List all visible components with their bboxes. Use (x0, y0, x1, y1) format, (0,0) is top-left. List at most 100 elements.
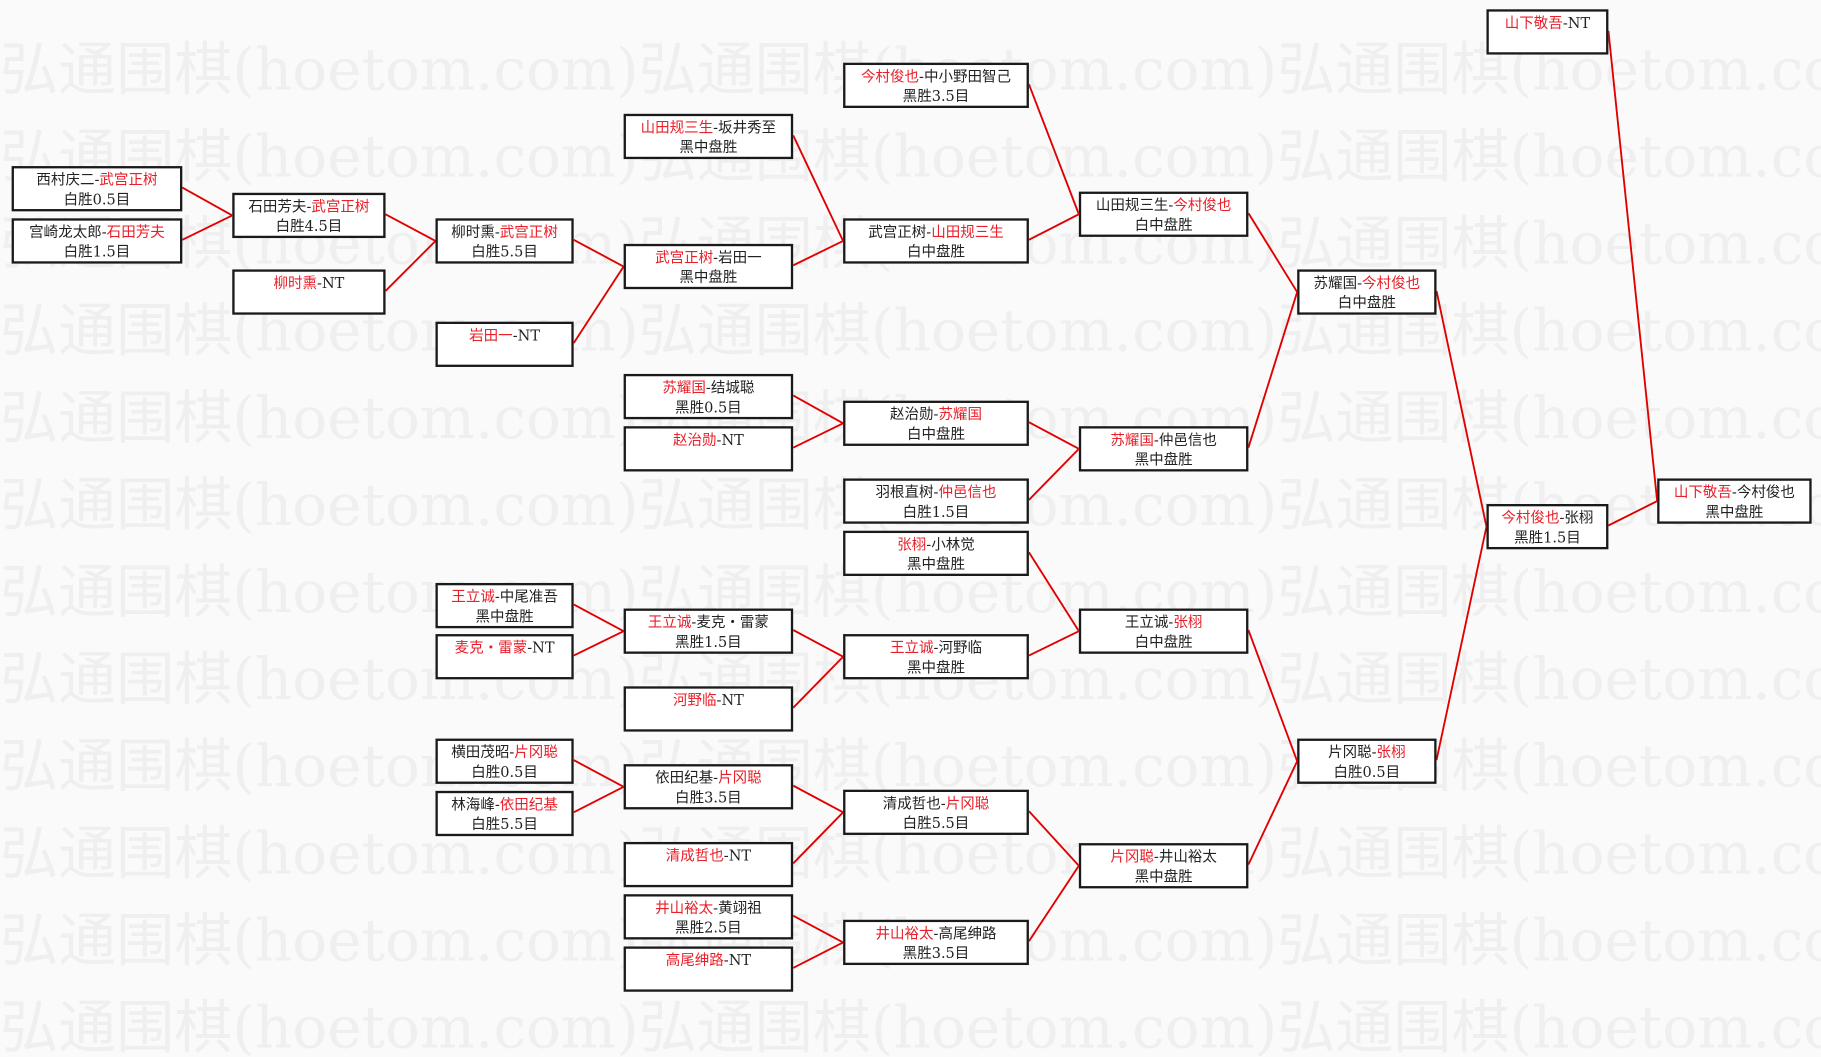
separator: - (527, 638, 533, 657)
player-2: NT (517, 326, 541, 344)
player-2: 片冈聪 (718, 768, 762, 787)
match-players: 王立诚-张栩 (1081, 612, 1246, 632)
player-2: 岩田一 (718, 248, 762, 266)
separator: - (713, 898, 719, 917)
player-2: 石田芳夫 (106, 222, 165, 241)
watermark-text: 弘通围棋(hoetom.com) (638, 998, 1278, 1057)
separator: - (716, 430, 722, 449)
connector-H1-I1 (1607, 500, 1658, 527)
player-2: NT (1567, 13, 1591, 32)
separator: - (1559, 508, 1565, 527)
player-1: 王立诚 (647, 613, 692, 631)
player-2: 仲邑信也 (1158, 430, 1217, 449)
connector-A2-B1 (181, 214, 233, 241)
connector-E5-F3 (1028, 551, 1080, 632)
separator: - (494, 222, 500, 241)
match-box: 横田茂昭-片冈聪白胜0.5目 (435, 738, 574, 784)
match-box: 张栩-小林觉黑中盘胜 (843, 530, 1029, 577)
separator: - (723, 951, 729, 969)
player-2: 依田纪基 (499, 795, 558, 813)
match-players: 张栩-小林觉 (845, 534, 1026, 554)
player-2: 山田规三生 (931, 222, 1004, 241)
match-result: 黑胜3.5目 (902, 87, 970, 105)
watermark-text: 弘通围棋(hoetom.com) (0, 40, 639, 99)
match-players: 武宫正树-山田规三生 (845, 222, 1026, 242)
match-players: 今村俊也-张栩 (1489, 507, 1606, 527)
player-1: 赵治勋 (672, 430, 717, 449)
match-box: 山田规三生-今村俊也白中盘胜 (1078, 191, 1249, 237)
match-box: 今村俊也-张栩黑胜1.5目 (1486, 504, 1609, 550)
player-1: 今村俊也 (1501, 508, 1560, 527)
match-result: 黑中盘胜 (679, 268, 738, 286)
player-2: 张栩 (1173, 613, 1203, 631)
match-box: 片冈聪-井山裕太黑中盘胜 (1078, 843, 1249, 889)
player-1: 山下敬吾 (1673, 483, 1732, 501)
match-box: 柳时熏-武宫正树白胜5.5目 (435, 218, 574, 264)
connector-D5-E6 (792, 629, 844, 658)
separator: - (1153, 847, 1159, 866)
connector-D1-E2 (792, 134, 844, 242)
connector-C2-D2 (572, 266, 625, 344)
player-1: 苏耀国 (662, 378, 706, 397)
match-box: 宫崎龙太郎-石田芳夫白胜1.5目 (11, 218, 183, 264)
watermark-text: 弘通围棋(hoetom.com) (0, 476, 639, 535)
separator: - (933, 924, 939, 942)
watermark-text: 弘通围棋(hoetom.com) (1277, 911, 1821, 970)
player-2: 中尾准吾 (499, 587, 558, 606)
match-players: 王立诚-中尾准吾 (438, 586, 572, 606)
player-2: 今村俊也 (1173, 196, 1232, 214)
connector-B2-C1 (384, 240, 437, 292)
watermark-text: 弘通围棋(hoetom.com) (1277, 214, 1821, 273)
player-1: 羽根直树 (875, 483, 934, 501)
separator: - (713, 768, 719, 787)
player-2: 井山裕太 (1158, 847, 1217, 866)
connector-E3-F2 (1028, 421, 1080, 450)
match-result: 白胜0.5目 (63, 190, 131, 208)
connector-E2-F1 (1028, 213, 1080, 241)
player-1: 苏耀国 (1110, 430, 1154, 449)
player-1: 宫崎龙太郎 (29, 222, 102, 241)
match-players: 河野临-NT (626, 690, 791, 710)
player-1: 井山裕太 (655, 898, 714, 917)
match-box: 王立诚-河野临黑中盘胜 (843, 634, 1029, 680)
match-players: 麦克・雷蒙-NT (438, 638, 572, 658)
connector-D10-E8 (792, 941, 844, 969)
player-2: 麦克・雷蒙 (696, 613, 769, 631)
player-1: 依田纪基 (655, 768, 714, 787)
connector-D3-E3 (792, 394, 844, 425)
match-result: 黑中盘胜 (906, 555, 966, 573)
connector-C4-D5 (573, 630, 625, 657)
connector-C1-D2 (573, 238, 625, 268)
player-2: 坂井秀至 (718, 118, 777, 136)
match-players: 柳时熏-武宫正树 (438, 222, 572, 242)
separator: - (933, 405, 939, 423)
match-result: 黑中盘胜 (1705, 502, 1764, 521)
match-box: 赵治勋-NT (623, 426, 794, 472)
match-box: 苏耀国-仲邑信也黑中盘胜 (1078, 426, 1249, 472)
player-1: 张栩 (897, 535, 927, 553)
connector-G2-H1 (1435, 526, 1488, 761)
tournament-bracket: 弘通围棋(hoetom.com)弘通围棋(hoetom.com)弘通围棋(hoe… (0, 9, 1821, 1057)
player-2: 张栩 (1564, 508, 1594, 527)
connector-H0-I1 (1607, 30, 1659, 502)
separator: - (509, 743, 515, 761)
match-players: 苏耀国-结城聪 (626, 377, 791, 397)
match-players: 山下敬吾-今村俊也 (1659, 482, 1809, 502)
separator: - (1153, 430, 1159, 449)
connector-A1-B1 (181, 186, 233, 217)
connector-D6-E6 (792, 656, 844, 709)
player-1: 清成哲也 (882, 794, 941, 812)
match-box: 河野临-NT (623, 686, 794, 732)
match-players: 山田规三生-坂井秀至 (626, 117, 791, 137)
match-players: 井山裕太-黄翊祖 (626, 898, 791, 918)
match-players: 山下敬吾-NT (1489, 13, 1606, 33)
match-result: 黑中盘胜 (1134, 450, 1193, 469)
connector-E7-F4 (1028, 810, 1080, 867)
match-box: 麦克・雷蒙-NT (435, 634, 574, 680)
connector-D7-E7 (792, 784, 844, 814)
player-1: 岩田一 (469, 326, 513, 344)
match-players: 赵治勋-NT (626, 430, 791, 450)
watermark-text: 弘通围棋(hoetom.com) (1277, 563, 1821, 622)
watermark-text: 弘通围棋(hoetom.com) (0, 998, 639, 1057)
separator: - (306, 197, 312, 215)
